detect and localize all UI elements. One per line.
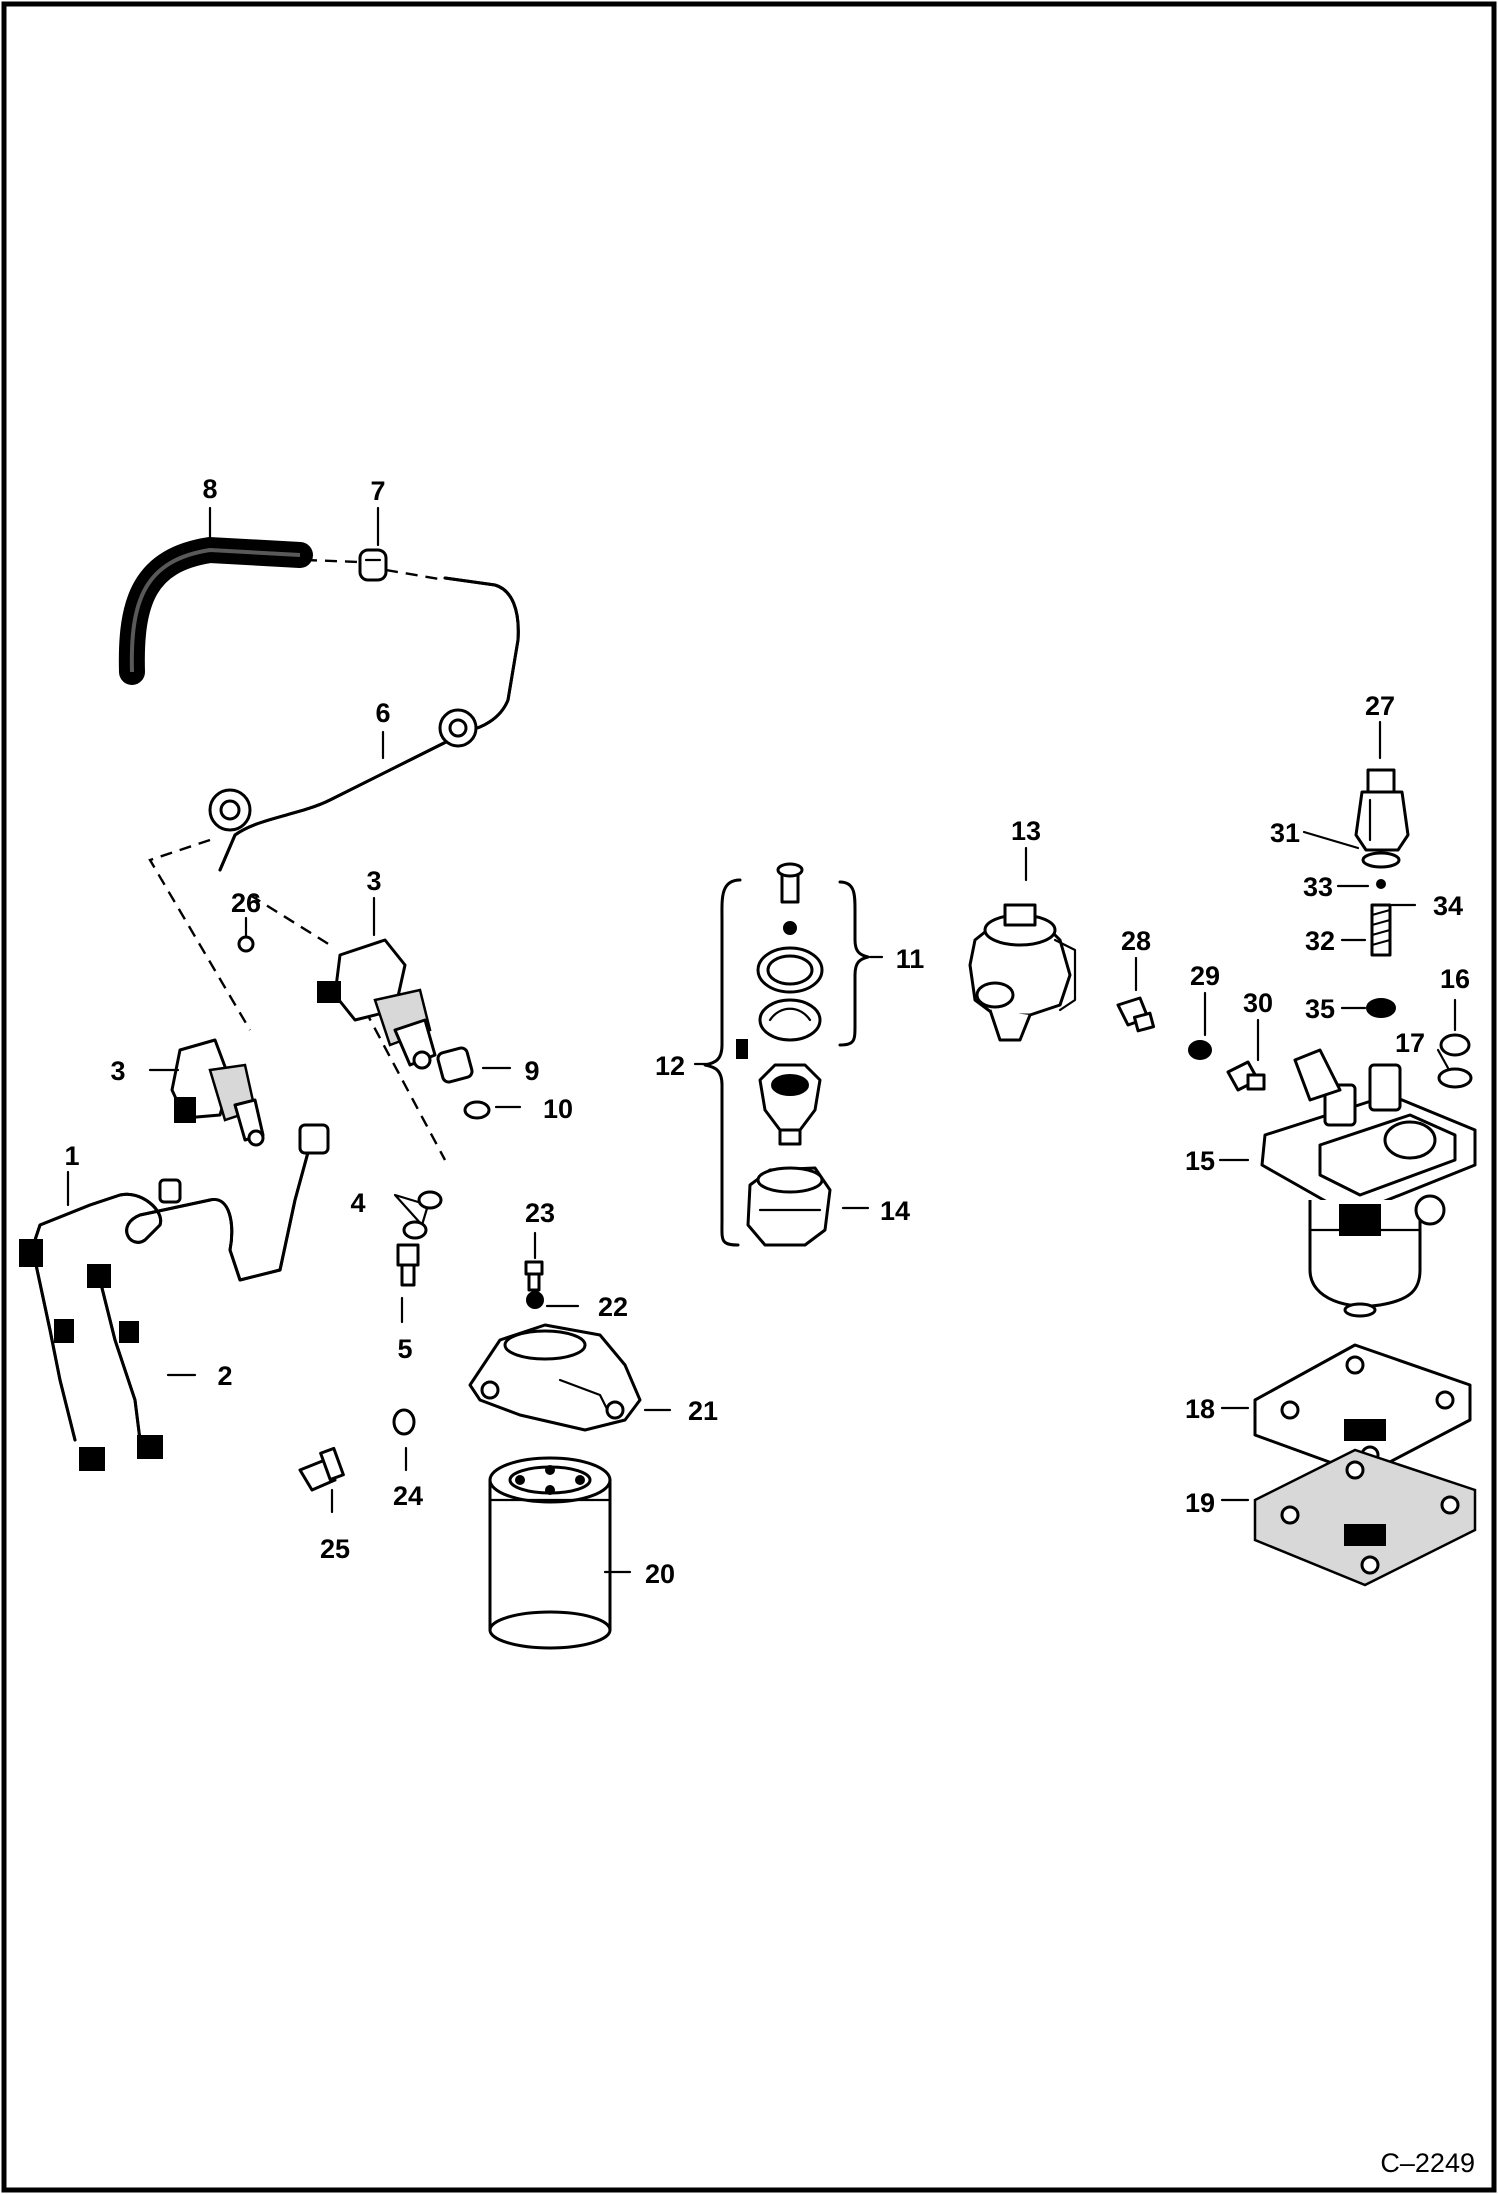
callout-1: 1 xyxy=(64,1141,79,1171)
part-25-bolt xyxy=(298,1446,345,1492)
part-27-valve-holder xyxy=(1354,768,1410,852)
callout-2: 2 xyxy=(217,1361,232,1391)
part-28-plug xyxy=(1116,996,1156,1033)
part-31-o-ring xyxy=(1361,851,1401,869)
part-12-pump-parts xyxy=(736,1039,822,1146)
part-4-washer xyxy=(417,1190,443,1210)
part-2-injection-line xyxy=(33,1258,163,1471)
part-22-washer xyxy=(526,1291,544,1309)
callout-24: 24 xyxy=(393,1481,423,1511)
part-18-gasket xyxy=(1253,1343,1472,1477)
callout-31: 31 xyxy=(1270,818,1300,848)
callout-18: 18 xyxy=(1185,1394,1215,1424)
callout-3-lower: 3 xyxy=(110,1056,125,1086)
callout-labels: 8 xyxy=(202,474,217,504)
part-19-gasket xyxy=(1253,1448,1477,1587)
callout-32: 32 xyxy=(1305,926,1335,956)
part-30-plug xyxy=(1226,1060,1266,1092)
drawing-number: C–2249 xyxy=(1380,2148,1475,2178)
part-7-clamp xyxy=(358,548,388,582)
callout-4: 4 xyxy=(350,1188,365,1218)
part-3-injector-lower xyxy=(170,1038,265,1147)
callout-33: 33 xyxy=(1303,872,1333,902)
part-26-washer xyxy=(237,935,255,953)
callout-27: 27 xyxy=(1365,691,1395,721)
callout-35: 35 xyxy=(1305,994,1335,1024)
part-14-pump-body xyxy=(746,1166,832,1247)
part-20-fuel-filter xyxy=(488,1456,612,1650)
brace-12 xyxy=(703,878,742,1247)
callout-13: 13 xyxy=(1011,816,1041,846)
part-10-seal xyxy=(463,1100,491,1120)
callout-25: 25 xyxy=(320,1534,350,1564)
callout-20: 20 xyxy=(645,1559,675,1589)
routing-line xyxy=(249,893,331,947)
callout-16: 16 xyxy=(1440,964,1470,994)
callout-10: 10 xyxy=(543,1094,573,1124)
callout-17: 17 xyxy=(1395,1028,1425,1058)
callout-34: 34 xyxy=(1433,891,1463,921)
callout-30: 30 xyxy=(1243,988,1273,1018)
routing-line xyxy=(363,1009,447,1161)
part-13-feed-pump xyxy=(968,903,1077,1042)
callout-15: 15 xyxy=(1185,1146,1215,1176)
part-24-washer xyxy=(392,1408,416,1436)
brace-11 xyxy=(838,880,870,1047)
part-3-injector-upper xyxy=(317,938,437,1070)
part-8-hose xyxy=(118,536,313,685)
callout-22: 22 xyxy=(598,1292,628,1322)
callout-26: 26 xyxy=(231,888,261,918)
part-1-injection-line xyxy=(19,1123,330,1282)
callout-23: 23 xyxy=(525,1198,555,1228)
callout-5: 5 xyxy=(397,1334,412,1364)
callout-9: 9 xyxy=(524,1056,539,1086)
part-5-banjo-bolt xyxy=(396,1243,420,1287)
callout-8: 8 xyxy=(202,474,217,504)
part-9-fitting xyxy=(436,1046,474,1084)
part-16-nut xyxy=(1439,1033,1471,1057)
callout-28: 28 xyxy=(1121,926,1151,956)
part-17-washer xyxy=(1437,1067,1473,1089)
part-21-filter-head xyxy=(468,1323,642,1432)
callout-12: 12 xyxy=(655,1051,685,1081)
part-32-spring xyxy=(1370,903,1392,957)
callout-3-upper: 3 xyxy=(366,866,381,896)
part-29-washer xyxy=(1188,1040,1212,1060)
part-33-washer xyxy=(1376,879,1386,889)
part-15-injection-pump xyxy=(1260,1048,1477,1318)
callout-7: 7 xyxy=(370,476,385,506)
routing-line xyxy=(148,838,252,1031)
callout-6: 6 xyxy=(375,698,390,728)
callout-11: 11 xyxy=(896,944,925,974)
callout-19: 19 xyxy=(1185,1488,1215,1518)
callout-21: 21 xyxy=(688,1396,718,1426)
part-4-leader xyxy=(393,1193,430,1227)
part-35-seal xyxy=(1366,998,1396,1018)
leader-lines xyxy=(66,506,1457,1574)
callout-29: 29 xyxy=(1190,961,1220,991)
part-6-return-line xyxy=(208,576,520,872)
part-11-pump-kit xyxy=(756,862,824,1042)
callout-14: 14 xyxy=(880,1196,910,1226)
part-23-bolt xyxy=(524,1260,544,1292)
part-4-washer xyxy=(402,1220,428,1240)
callout-labels-all: 1 2 3 3 4 5 6 7 9 10 11 12 13 14 15 16 1… xyxy=(64,476,1470,1589)
